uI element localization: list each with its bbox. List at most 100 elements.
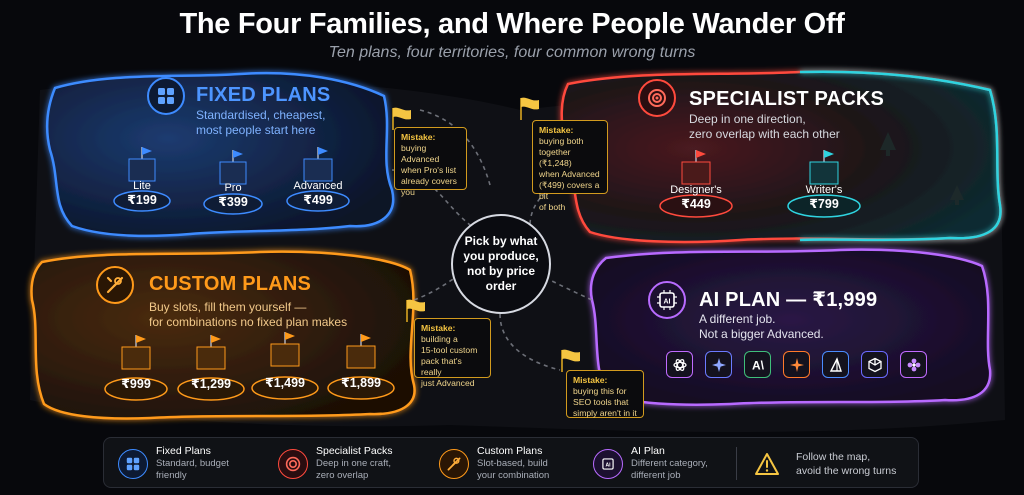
legend-title: Fixed Plans	[156, 445, 211, 457]
plan-price-advanced: ₹499	[303, 193, 333, 207]
mistake-text: buying both	[539, 136, 584, 146]
tools-icon	[439, 448, 469, 479]
legend-desc: Standard, budget	[156, 458, 229, 469]
grid-icon	[118, 448, 148, 479]
plan-name-designers: Designer's	[670, 184, 722, 196]
center-line-4: order	[485, 279, 517, 293]
warning-icon	[752, 449, 782, 479]
plan-castle-writers[interactable]	[786, 148, 862, 220]
center-compass-message: Pick by what you produce, not by price o…	[451, 214, 551, 314]
mistake-flag-icon	[520, 97, 539, 120]
plan-name-advanced: Advanced	[293, 180, 343, 192]
legend-desc: Slot-based, build	[477, 458, 548, 469]
plan-price-lite: ₹199	[127, 193, 157, 207]
fixed-region-desc-2: most people start here	[196, 123, 316, 137]
legend-desc: different job	[631, 470, 681, 481]
plan-price-custom-1: ₹999	[121, 377, 151, 391]
legend-title: Custom Plans	[477, 445, 543, 457]
ai-region-desc-2: Not a bigger Advanced.	[699, 327, 824, 341]
legend-title: AI Plan	[631, 445, 665, 457]
anthropic-icon[interactable]: A\	[744, 351, 771, 378]
mistake-flag-icon	[406, 299, 425, 322]
custom-region-title: CUSTOM PLANS	[149, 273, 312, 295]
mistake-text: pack that's really	[421, 356, 462, 377]
plan-castle-custom-2[interactable]	[176, 333, 246, 403]
mistake-label: Mistake:	[573, 375, 608, 385]
plan-price-custom-4: ₹1,899	[341, 376, 381, 390]
plan-name-writers: Writer's	[805, 184, 843, 196]
target-icon	[638, 79, 676, 117]
legend-bar: Fixed Plans Standard, budget friendly Sp…	[103, 437, 919, 488]
mistake-box-both: Mistake: buying both together (₹1,248) w…	[532, 120, 608, 212]
mistake-text: you	[401, 187, 415, 197]
plan-castle-custom-1[interactable]	[103, 333, 169, 403]
mistake-text: when Pro's list	[401, 165, 457, 175]
plan-price-pro: ₹399	[218, 195, 248, 209]
plan-castle-advanced[interactable]	[285, 145, 351, 213]
custom-region-desc-1: Buy slots, fill them yourself —	[149, 300, 307, 314]
legend-note: Follow the map, avoid the wrong turns	[752, 438, 896, 489]
mistake-flag-icon	[392, 107, 411, 130]
legend-divider	[736, 447, 737, 480]
flower-icon[interactable]	[900, 351, 927, 378]
legend-note-line-1: Follow the map,	[796, 450, 871, 463]
mistake-label: Mistake:	[421, 323, 456, 333]
ai-chip-icon: AI	[593, 448, 623, 479]
center-line-2: you produce,	[463, 249, 539, 263]
legend-desc: zero overlap	[316, 470, 369, 481]
ai-chip-icon: AI	[648, 281, 686, 319]
fixed-region-title: FIXED PLANS	[196, 84, 331, 106]
legend-desc: friendly	[156, 470, 187, 481]
mistake-text: buying Advanced	[401, 143, 440, 164]
legend-item-ai: AI AI Plan Different category, different…	[593, 438, 708, 489]
mistake-box-custom: Mistake: building a 15-tool custom pack …	[414, 318, 491, 388]
svg-text:A\: A\	[752, 358, 765, 372]
legend-title: Specialist Packs	[316, 445, 393, 457]
mistake-text: 15-tool custom	[421, 345, 478, 355]
plan-price-custom-2: ₹1,299	[191, 377, 231, 391]
openai-icon[interactable]	[666, 351, 693, 378]
plan-castle-custom-4[interactable]	[326, 332, 396, 402]
fixed-region-desc-1: Standardised, cheapest,	[196, 108, 326, 122]
mistake-text: simply aren't in it	[573, 408, 637, 418]
ai-region-title: AI PLAN — ₹1,999	[699, 289, 878, 311]
sparkle-icon[interactable]	[705, 351, 732, 378]
plan-castle-designers[interactable]	[658, 148, 734, 220]
specialist-region-desc-2: zero overlap with each other	[689, 127, 840, 141]
mistake-text: already covers	[401, 176, 457, 186]
svg-text:AI: AI	[664, 299, 671, 306]
plan-castle-pro[interactable]	[202, 148, 264, 216]
center-line-1: Pick by what	[464, 234, 538, 248]
page-subtitle: Ten plans, four territories, four common…	[328, 44, 696, 61]
mistake-text: together (₹1,248)	[539, 147, 572, 168]
legend-item-specialist: Specialist Packs Deep in one craft, zero…	[278, 438, 392, 489]
target-icon	[278, 448, 308, 479]
plan-price-designers: ₹449	[681, 197, 711, 211]
legend-item-fixed: Fixed Plans Standard, budget friendly	[118, 438, 229, 489]
mistake-text: buying this for	[573, 386, 627, 396]
ai-region-desc-1: A different job.	[699, 312, 776, 326]
mistake-text: just Advanced	[421, 378, 475, 388]
plan-castle-custom-3[interactable]	[250, 330, 320, 402]
legend-note-line-2: avoid the wrong turns	[796, 464, 897, 477]
plan-price-writers: ₹799	[809, 197, 839, 211]
mistake-text: when Advanced	[539, 169, 600, 179]
mistake-text: building a	[421, 334, 458, 344]
plan-castle-lite[interactable]	[112, 145, 172, 213]
cube-icon[interactable]	[861, 351, 888, 378]
mistake-text: (₹499) covers a bit	[539, 180, 600, 201]
mistake-label: Mistake:	[401, 132, 436, 142]
center-line-3: not by price	[466, 264, 535, 278]
mistake-text: SEO tools that	[573, 397, 629, 407]
grid-icon	[147, 77, 185, 115]
mistake-box-advanced: Mistake: buying Advanced when Pro's list…	[394, 127, 467, 197]
plan-price-custom-3: ₹1,499	[265, 376, 305, 390]
legend-desc: your combination	[477, 470, 550, 481]
claude-star-icon[interactable]	[783, 351, 810, 378]
specialist-region-title: SPECIALIST PACKS	[689, 88, 885, 110]
mistake-box-ai: Mistake: buying this for SEO tools that …	[566, 370, 644, 418]
svg-text:AI: AI	[605, 462, 611, 468]
mistake-text: of both	[539, 202, 566, 212]
sail-icon[interactable]	[822, 351, 849, 378]
legend-item-custom: Custom Plans Slot-based, build your comb…	[439, 438, 549, 489]
